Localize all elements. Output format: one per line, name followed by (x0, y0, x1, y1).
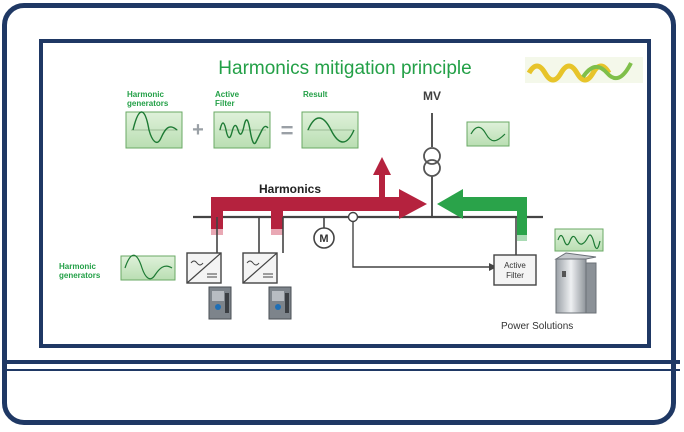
outer-frame (2, 3, 676, 425)
waveform-mv (466, 121, 510, 147)
drive-converter-2 (242, 252, 278, 284)
diagram-svg: + = (120, 57, 643, 320)
waveform-filter-injection (554, 228, 604, 252)
harmonics-arrow-fade-2 (271, 229, 283, 235)
slide: + = (39, 39, 651, 348)
label-line: Harmonic (59, 262, 96, 271)
label-result: Result (303, 90, 328, 99)
waveform-harmonic-generators (125, 111, 183, 149)
label-line: generators (127, 99, 169, 108)
transformer-secondary (423, 159, 441, 177)
label-line: Filter (215, 99, 235, 108)
harmonics-arrow (211, 157, 427, 229)
label-line: Active (504, 261, 526, 270)
frame-divider-thin (4, 369, 680, 371)
transformer-primary (423, 147, 441, 165)
label-harmonic-generators: Harmonic generators (127, 90, 168, 108)
drive-unit-image-2 (268, 286, 292, 320)
waveform-result (301, 111, 359, 149)
power-solutions-cabinet (554, 252, 597, 314)
drive-converter-1 (186, 252, 222, 284)
label-line: Harmonic (127, 90, 164, 99)
current-sensor (347, 211, 359, 223)
measurement-line (352, 222, 489, 268)
label-line: Filter (506, 271, 524, 280)
motor-symbol (313, 227, 335, 249)
drive-unit-image-1 (208, 286, 232, 320)
active-filter-box (493, 254, 537, 286)
measurement-arrowhead (489, 263, 497, 271)
logo-graphic (525, 57, 643, 83)
label-line: generators (59, 271, 101, 280)
waveform-active-filter (213, 111, 271, 149)
power-solutions-label: Power Solutions (501, 321, 574, 332)
motor-label: M (319, 233, 328, 245)
equals-sign: = (281, 118, 294, 143)
plus-sign: + (192, 119, 204, 141)
label-line: Active (215, 90, 240, 99)
label-side-harmonic-generators: Harmonic generators (59, 262, 100, 280)
active-filter-label: Active Filter (494, 261, 536, 281)
label-active-filter: Active Filter (215, 90, 239, 108)
filter-injection-arrow (437, 189, 527, 235)
harmonics-label: Harmonics (259, 182, 322, 196)
mv-label: MV (423, 89, 441, 103)
waveform-left-generators (120, 254, 176, 281)
filter-arrow-fade (517, 235, 527, 241)
frame-divider (4, 360, 680, 364)
slide-title: Harmonics mitigation principle (218, 58, 472, 79)
